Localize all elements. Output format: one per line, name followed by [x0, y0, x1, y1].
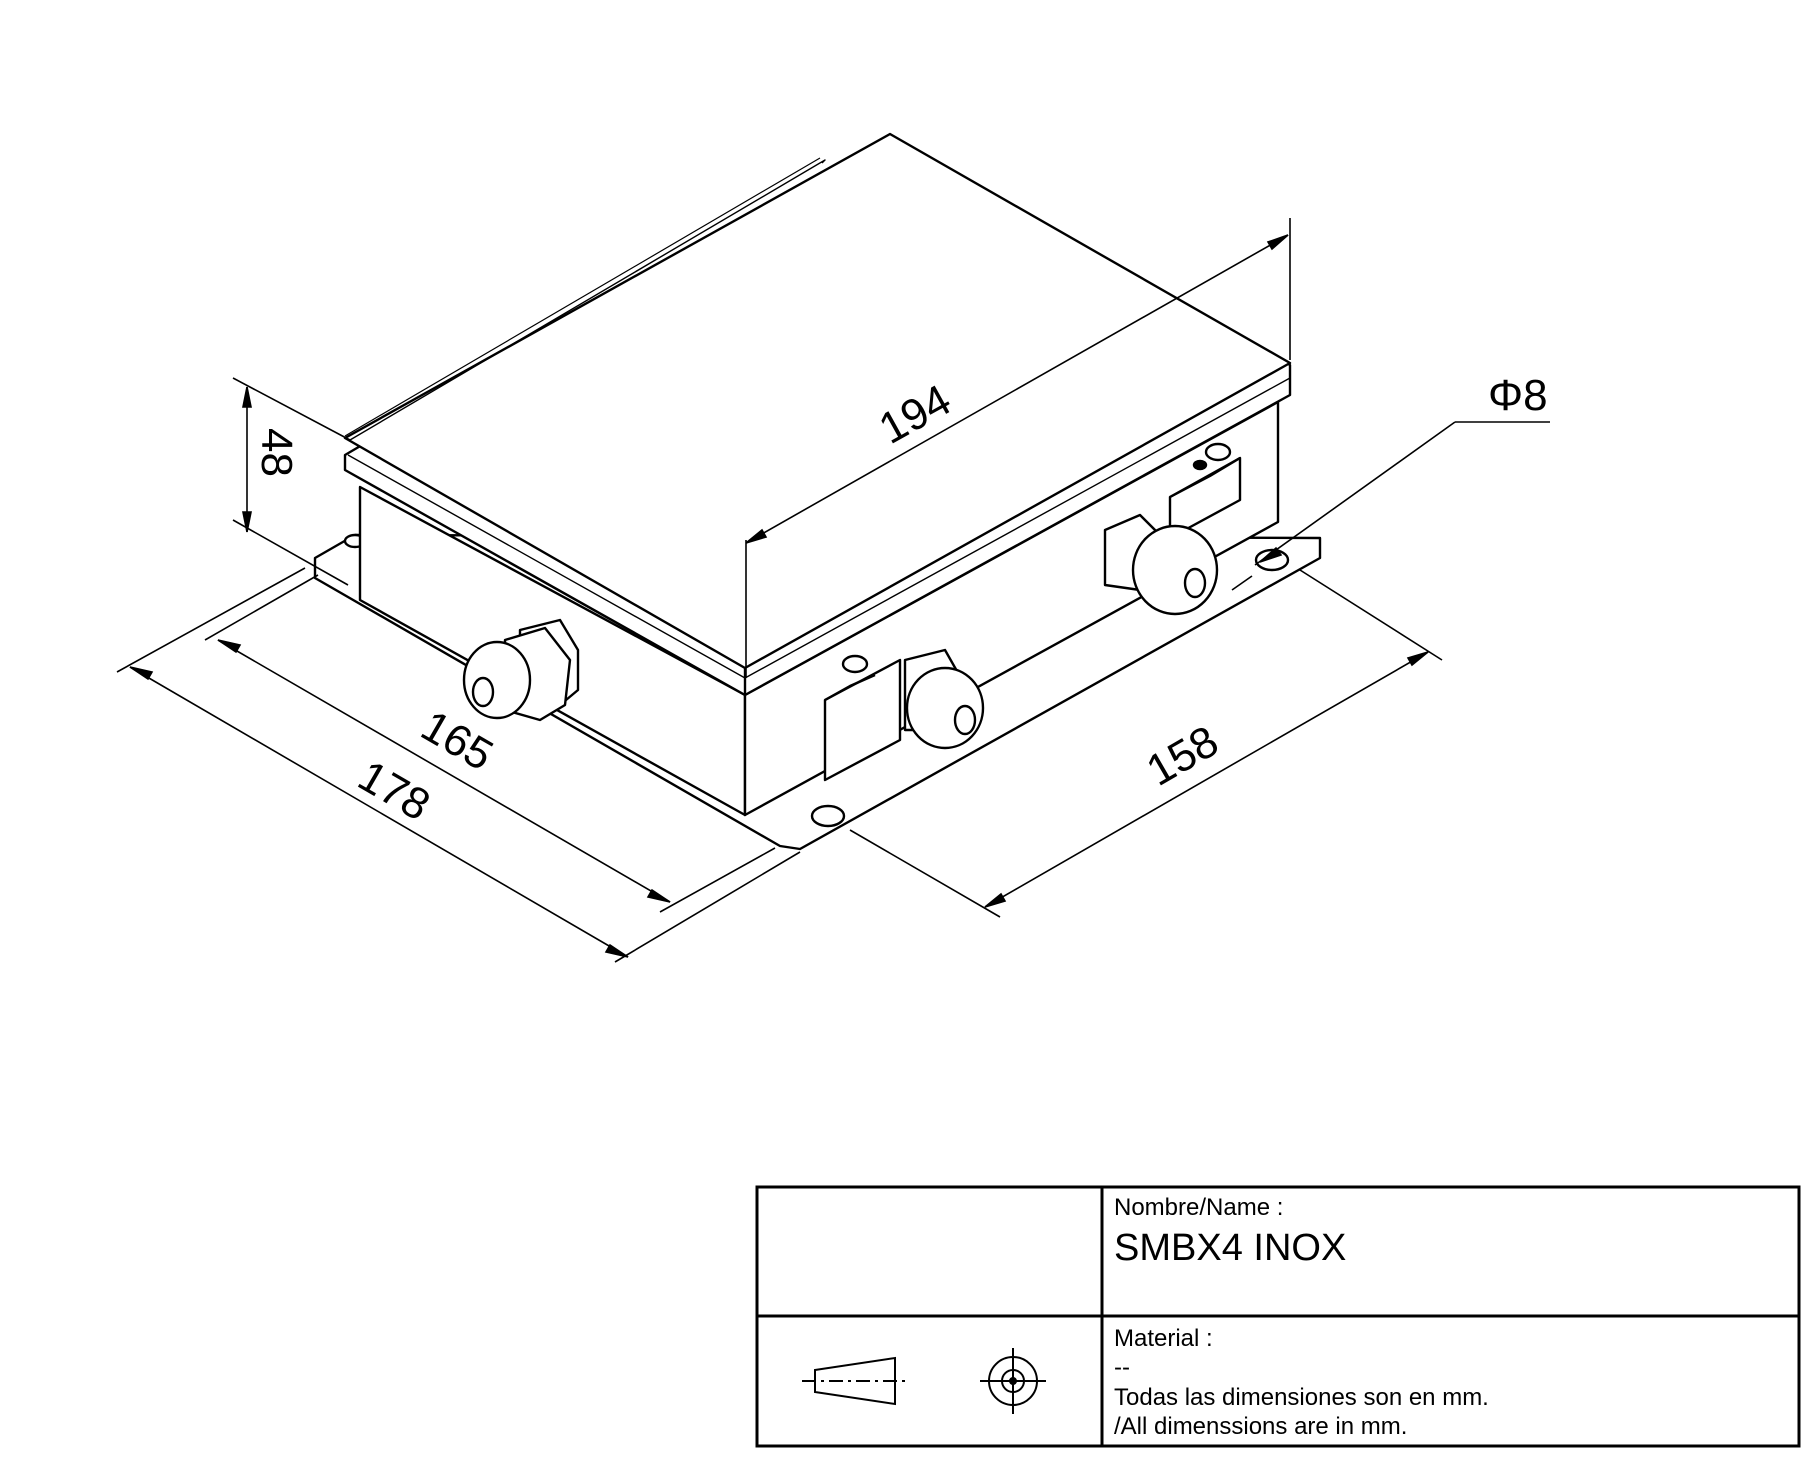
screw-hole	[841, 654, 869, 674]
dim-hole-diameter-label: Φ8	[1488, 371, 1548, 420]
cable-gland	[903, 648, 985, 750]
dim-width-outer-label: 178	[350, 751, 438, 830]
name-value: SMBX4 INOX	[1114, 1227, 1346, 1269]
name-label: Nombre/Name :	[1114, 1194, 1283, 1221]
screw-hole	[1204, 442, 1232, 462]
material-value: --	[1114, 1354, 1130, 1381]
cable-gland	[462, 618, 580, 722]
bracket	[823, 658, 902, 782]
projection-cone-icon	[802, 1356, 910, 1406]
note-en: /All dimenssions are in mm.	[1114, 1413, 1407, 1440]
dim-hole-spacing-label: 158	[1139, 717, 1227, 796]
lid	[343, 132, 1292, 697]
projection-circle-icon	[980, 1348, 1046, 1414]
dim-height-label: 48	[252, 428, 301, 477]
screw-hole	[1192, 459, 1208, 471]
material-label: Material :	[1114, 1325, 1213, 1352]
note-es: Todas las dimensiones son en mm.	[1114, 1384, 1489, 1411]
junction-box	[313, 132, 1322, 851]
cable-gland	[1103, 513, 1219, 616]
title-block: Nombre/Name : SMBX4 INOX Material : -- T…	[755, 1185, 1801, 1448]
bracket	[1168, 456, 1242, 540]
dimension-lines	[116, 218, 1550, 963]
